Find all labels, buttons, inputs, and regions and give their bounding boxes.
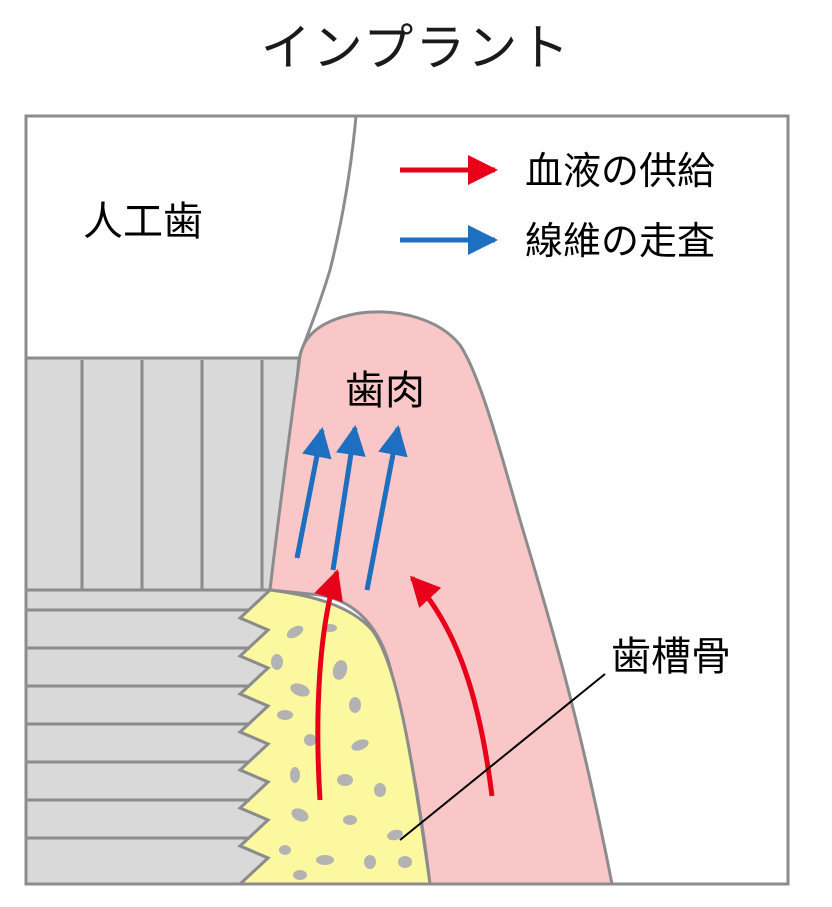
- diagram-frame: [24, 114, 790, 886]
- implant-abutment: [26, 356, 301, 592]
- legend: 血液の供給 線維の走査: [400, 149, 715, 263]
- legend-blood-label: 血液の供給: [525, 149, 715, 193]
- bone-leader-line: [399, 673, 606, 841]
- legend-fiber-label: 線維の走査: [525, 219, 715, 263]
- fiber-arrows: [294, 425, 408, 591]
- bone-granules: [271, 624, 412, 880]
- label-artificial-tooth: 人工歯: [83, 199, 203, 245]
- implant-fixture: [26, 588, 274, 884]
- label-alveolar-bone: 歯槽骨: [611, 634, 731, 680]
- label-gum: 歯肉: [345, 368, 425, 414]
- diagram-title: インプラント: [260, 19, 572, 77]
- blood-arrows: [314, 569, 495, 801]
